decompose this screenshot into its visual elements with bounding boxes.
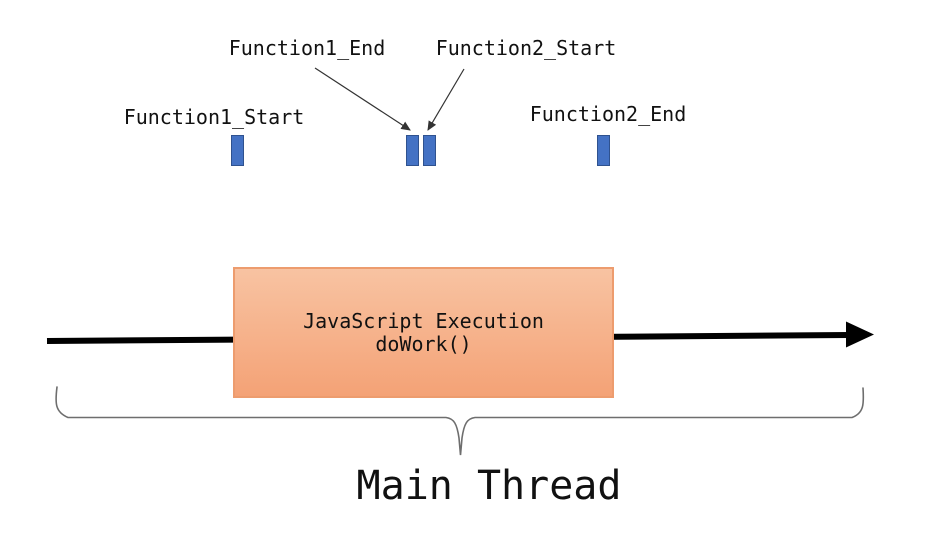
- event-marker-function1-end: [406, 135, 419, 166]
- label-function1-start: Function1_Start: [123, 105, 305, 129]
- main-thread-label: Main Thread: [356, 463, 622, 509]
- execution-box-title: JavaScript Execution: [303, 308, 544, 333]
- event-marker-function2-end: [597, 135, 610, 166]
- label-function1-end: Function1_End: [228, 36, 386, 60]
- javascript-execution-box: JavaScript Execution doWork(): [233, 267, 614, 398]
- function1-end-pointer-arrow-icon: [314, 67, 411, 131]
- execution-box-function: doWork(): [375, 331, 472, 356]
- event-marker-function1-start: [231, 135, 244, 166]
- main-thread-timeline-arrowhead-icon: [846, 321, 874, 348]
- main-thread-brace-icon: [55, 386, 865, 456]
- label-function2-start: Function2_Start: [435, 36, 617, 60]
- function2-start-pointer-arrow-icon: [427, 68, 465, 131]
- label-function2-end: Function2_End: [529, 102, 687, 126]
- event-marker-function2-start: [423, 135, 436, 166]
